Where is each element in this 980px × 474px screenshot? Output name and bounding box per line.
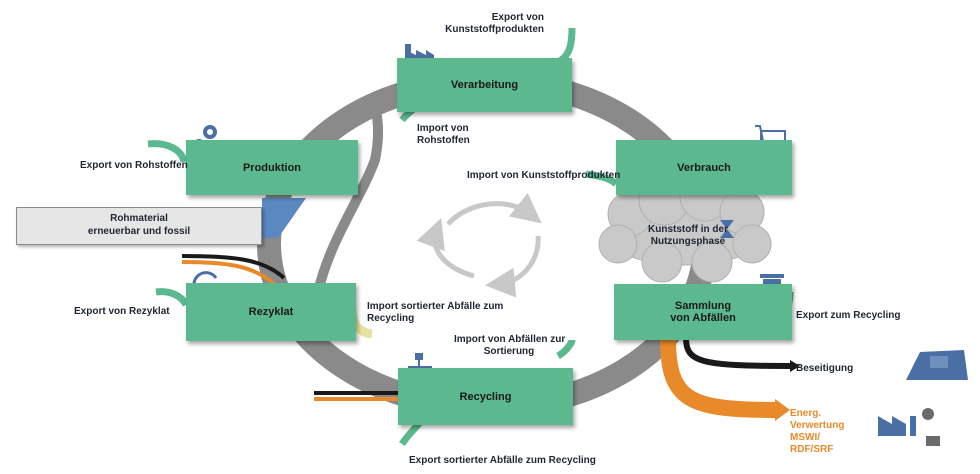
label-import-abfaelle: Import von Abfällen zur Sortierung	[454, 334, 566, 358]
bulldozer-icon	[906, 350, 968, 380]
raw-material-line1: Rohmaterial	[110, 213, 168, 224]
label-import-abfaelle-line2: Sortierung	[483, 346, 535, 357]
node-verbrauch: Verbrauch	[616, 140, 792, 195]
node-verarbeitung-label: Verarbeitung	[450, 79, 519, 91]
cycle-arrows-icon	[416, 192, 542, 298]
label-import-abfaelle-line1: Import von Abfällen zur	[454, 334, 566, 345]
label-export-rezyklat: Export von Rezyklat	[74, 306, 170, 317]
usage-phase-line2: Nutzungsphase	[650, 236, 726, 247]
label-import-rohstoffe-line1: Import von	[417, 123, 469, 134]
export-arrow-recycling	[399, 419, 423, 446]
label-import-rohstoffe: Import von Rohstoffen	[417, 123, 470, 147]
rezyklat-black-input	[181, 254, 286, 280]
disposal-arrow	[683, 337, 791, 369]
node-produktion-label: Produktion	[242, 161, 302, 174]
raw-material-arrow	[262, 198, 306, 238]
label-energ-line1: Energ.	[790, 408, 822, 419]
import-arrow-verbrauch	[585, 170, 619, 187]
label-energ-line2: Verwertung	[790, 420, 845, 431]
import-arrow-recycling	[556, 339, 576, 360]
label-import-sortierte-line2: Recycling	[367, 313, 415, 324]
raw-material-line2: erneuerbar und fossil	[87, 226, 191, 237]
node-sammlung-line1: Sammlung	[674, 300, 732, 312]
label-export-kunststoffprodukte: Export von Kunststoffprodukten	[434, 12, 544, 36]
export-arrow-verarbeitung	[556, 27, 576, 66]
label-import-rohstoffe-line2: Rohstoffen	[417, 135, 470, 146]
energy-arrow	[660, 337, 776, 418]
node-recycling-label: Recycling	[459, 390, 512, 403]
node-verarbeitung: Verarbeitung	[397, 58, 572, 112]
label-export-sortierte: Export sortierter Abfälle zum Recycling	[409, 455, 596, 466]
usage-phase-label: Kunststoff in der Nutzungsphase	[636, 224, 740, 248]
node-rezyklat: Rezyklat	[186, 283, 356, 341]
label-export-kunststoffprodukte-line1: Export von	[491, 12, 544, 23]
label-import-kunststoffprodukte: Import von Kunststoffprodukten	[467, 170, 621, 181]
raw-material-box: Rohmaterial erneuerbar und fossil	[16, 207, 262, 245]
node-sammlung: Sammlung von Abfällen	[614, 284, 792, 340]
label-energ-verwertung: Energ. Verwertung MSWI/ RDF/SRF	[790, 408, 844, 456]
label-export-zum-recycling: Export zum Recycling	[796, 310, 901, 321]
export-arrow-produktion	[147, 140, 188, 163]
export-arrow-rezyklat	[155, 288, 190, 307]
label-beseitigung: Beseitigung	[796, 363, 854, 374]
node-sammlung-line2: von Abfällen	[670, 312, 736, 324]
rezyklat-flow	[313, 104, 383, 294]
label-energ-line3: MSWI/	[790, 432, 820, 443]
power-plant-icon	[878, 408, 940, 446]
usage-phase-line1: Kunststoff in der	[648, 224, 728, 235]
label-export-rohstoffe: Export von Rohstoffen	[80, 160, 188, 171]
label-import-sortierte: Import sortierter Abfälle zum Recycling	[367, 301, 503, 325]
node-rezyklat-label: Rezyklat	[248, 306, 294, 318]
rezyklat-orange-input	[181, 260, 278, 288]
label-energ-line4: RDF/SRF	[790, 444, 834, 455]
node-recycling: Recycling	[398, 368, 573, 425]
node-produktion: Produktion	[186, 140, 358, 195]
node-verbrauch-label: Verbrauch	[677, 161, 731, 174]
label-import-sortierte-line1: Import sortierter Abfälle zum	[367, 301, 504, 312]
hourglass-icon	[720, 220, 734, 238]
label-export-kunststoffprodukte-line2: Kunststoffprodukten	[445, 24, 544, 35]
